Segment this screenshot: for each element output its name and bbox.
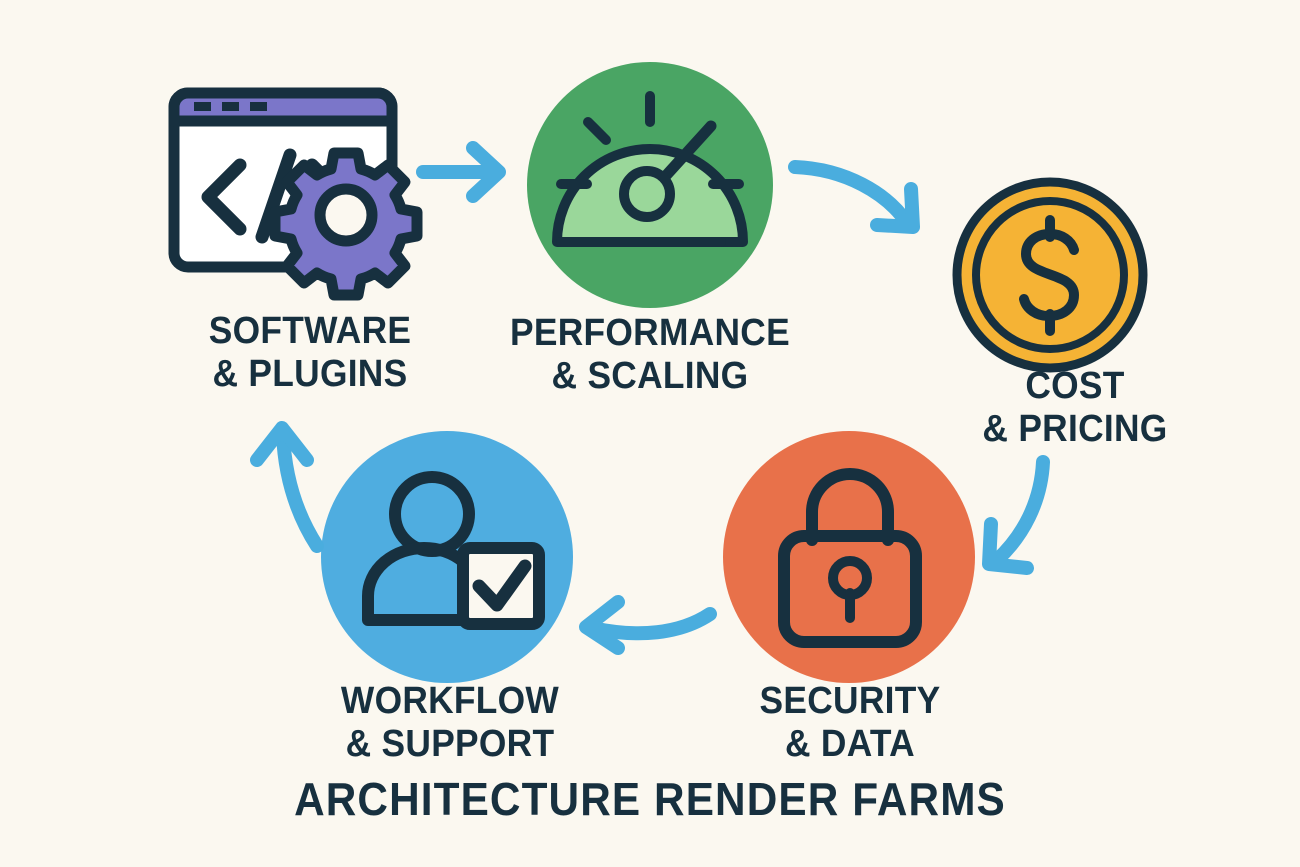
arrow-cost-to-security <box>965 450 1085 600</box>
node-performance-scaling[interactable]: PERFORMANCE & SCALING <box>470 60 830 400</box>
node-label-line1: COST <box>1025 365 1125 407</box>
node-label-line2: & DATA <box>785 722 915 765</box>
node-label-line1: WORKFLOW <box>340 680 560 722</box>
node-security-data[interactable]: SECURITY & DATA <box>700 430 1000 765</box>
node-workflow-support[interactable]: WORKFLOW & SUPPORT <box>295 430 605 765</box>
node-label-line1: PERFORMANCE <box>510 312 790 354</box>
node-label-cost-pricing: COST & PRICING <box>917 365 1233 450</box>
node-label-line1: SECURITY <box>759 680 941 722</box>
node-label-security-data: SECURITY & DATA <box>711 680 990 765</box>
code-window-gear-icon <box>150 55 450 305</box>
node-label-performance-scaling: PERFORMANCE & SCALING <box>483 312 818 397</box>
node-label-line2: & SCALING <box>551 354 749 397</box>
arrow-performance-to-cost <box>785 155 935 255</box>
node-label-line1: SOFTWARE <box>208 310 412 352</box>
node-label-line2: & SUPPORT <box>345 722 555 765</box>
page-title: ARCHITECTURE RENDER FARMS <box>294 773 1006 825</box>
node-label-software-plugins: SOFTWARE & PLUGINS <box>152 310 468 395</box>
node-label-line2: & PRICING <box>982 407 1168 450</box>
dollar-coin-icon <box>950 175 1150 375</box>
speedometer-gauge-icon <box>525 60 775 310</box>
arrow-security-to-workflow <box>570 590 720 665</box>
node-software-plugins[interactable]: SOFTWARE & PLUGINS <box>150 55 470 395</box>
arrow-workflow-to-software <box>245 408 350 558</box>
padlock-icon <box>722 430 977 685</box>
arrow-software-to-performance <box>415 130 525 210</box>
node-cost-pricing[interactable]: COST & PRICING <box>925 175 1225 475</box>
node-label-workflow-support: WORKFLOW & SUPPORT <box>306 680 594 765</box>
user-check-icon <box>320 430 575 685</box>
node-label-line2: & PLUGINS <box>212 352 408 395</box>
